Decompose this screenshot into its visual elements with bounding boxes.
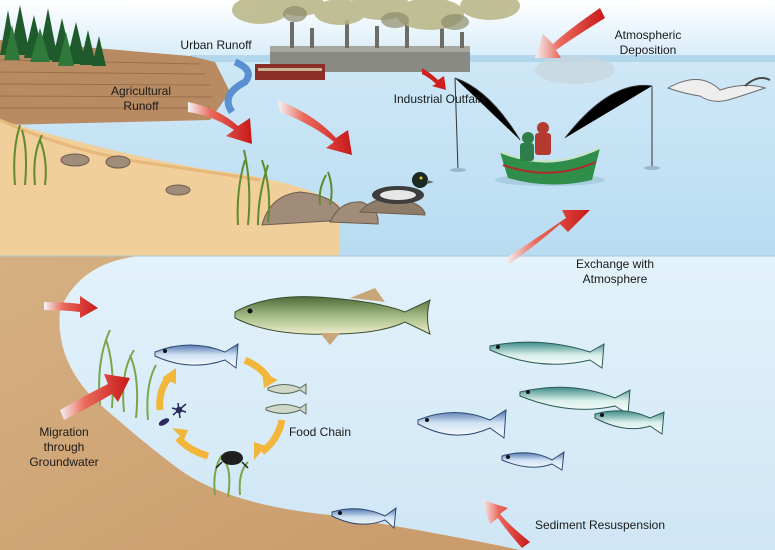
sediment-resuspension-label: Sediment Resuspension [520,518,680,533]
migration-through-groundwater-label: Migration through Groundwater [14,425,114,470]
atmospheric-deposition-label: Atmospheric Deposition [588,28,708,58]
exchange-with-atmosphere-label: Exchange with Atmosphere [555,257,675,287]
agricultural-runoff-label: Agricultural Runoff [86,84,196,114]
food-chain-label: Food Chain [280,425,360,440]
urban-runoff-label: Urban Runoff [156,38,276,53]
industrial-outfalls-label: Industrial Outfalls [375,92,505,107]
